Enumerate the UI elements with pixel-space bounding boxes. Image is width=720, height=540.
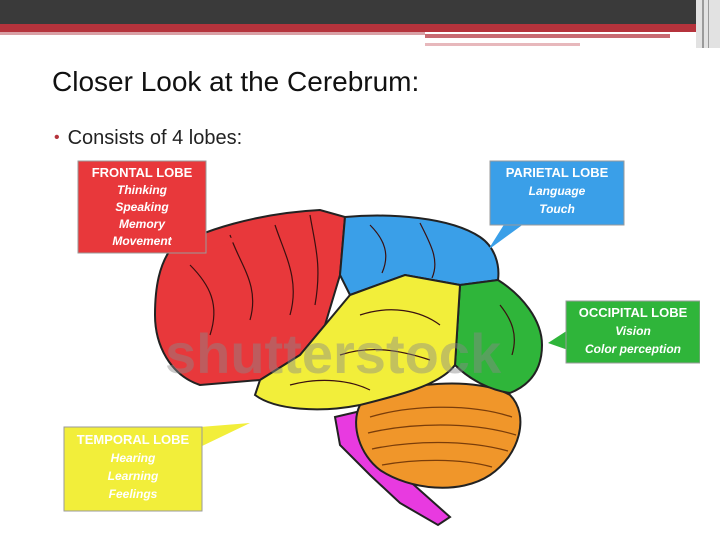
occipital-callout-heading: OCCIPITAL LOBE — [579, 305, 688, 320]
occipital-callout-pointer — [548, 330, 568, 350]
occipital-callout-box — [565, 300, 700, 364]
frontal-lobe-callout: FRONTAL LOBE Thinking Speaking Memory Mo… — [77, 160, 240, 254]
temporal-callout-line: Feelings — [109, 487, 158, 501]
bullet-item: • Consists of 4 lobes: — [54, 127, 242, 150]
parietal-callout-line: Language — [529, 184, 586, 198]
bullet-text: Consists of 4 lobes: — [67, 127, 243, 149]
occipital-lobe-callout: OCCIPITAL LOBE Vision Color perception — [548, 300, 700, 364]
temporal-lobe-callout: TEMPORAL LOBE Hearing Learning Feelings — [63, 423, 250, 512]
parietal-callout-heading: PARIETAL LOBE — [506, 165, 609, 180]
watermark-text: shutterstock — [165, 322, 502, 385]
brain-folds — [189, 214, 515, 391]
frontal-callout-heading: FRONTAL LOBE — [92, 165, 193, 180]
parietal-callout-line: Touch — [539, 202, 575, 216]
frontal-callout-line: Memory — [119, 217, 166, 231]
slide-accent-line — [425, 34, 670, 38]
bullet-dot: • — [54, 129, 60, 146]
cerebellum-folds — [367, 406, 517, 468]
frontal-callout-line: Movement — [112, 234, 172, 248]
temporal-callout-heading: TEMPORAL LOBE — [77, 432, 190, 447]
occipital-callout-line: Color perception — [585, 342, 681, 356]
slide-red-band — [0, 24, 720, 32]
temporal-callout-line: Hearing — [111, 451, 156, 465]
frontal-callout-box — [77, 160, 207, 254]
slide-accent-line-light — [425, 43, 580, 46]
frontal-lobe-region — [153, 208, 347, 387]
frontal-callout-pointer — [205, 235, 240, 250]
brain-lobes-diagram: shutterstock FRONTAL LOBE Thinking Speak… — [63, 160, 700, 527]
parietal-callout-box — [489, 160, 625, 226]
frontal-callout-line: Speaking — [115, 200, 169, 214]
occipital-callout-line: Vision — [615, 324, 651, 338]
parietal-lobe-callout: PARIETAL LOBE Language Touch — [488, 160, 625, 250]
temporal-callout-box — [63, 426, 203, 512]
temporal-callout-pointer — [200, 423, 250, 447]
slide-corner-decoration — [696, 0, 720, 48]
temporal-lobe-region — [253, 273, 462, 411]
slide-top-bar — [0, 0, 720, 24]
slide-red-band-light — [0, 32, 425, 35]
slide-title: Closer Look at the Cerebrum: — [52, 66, 420, 97]
frontal-callout-line: Thinking — [117, 183, 168, 197]
occipital-lobe-region — [453, 278, 544, 395]
temporal-callout-line: Learning — [108, 469, 159, 483]
parietal-callout-pointer — [488, 223, 525, 250]
